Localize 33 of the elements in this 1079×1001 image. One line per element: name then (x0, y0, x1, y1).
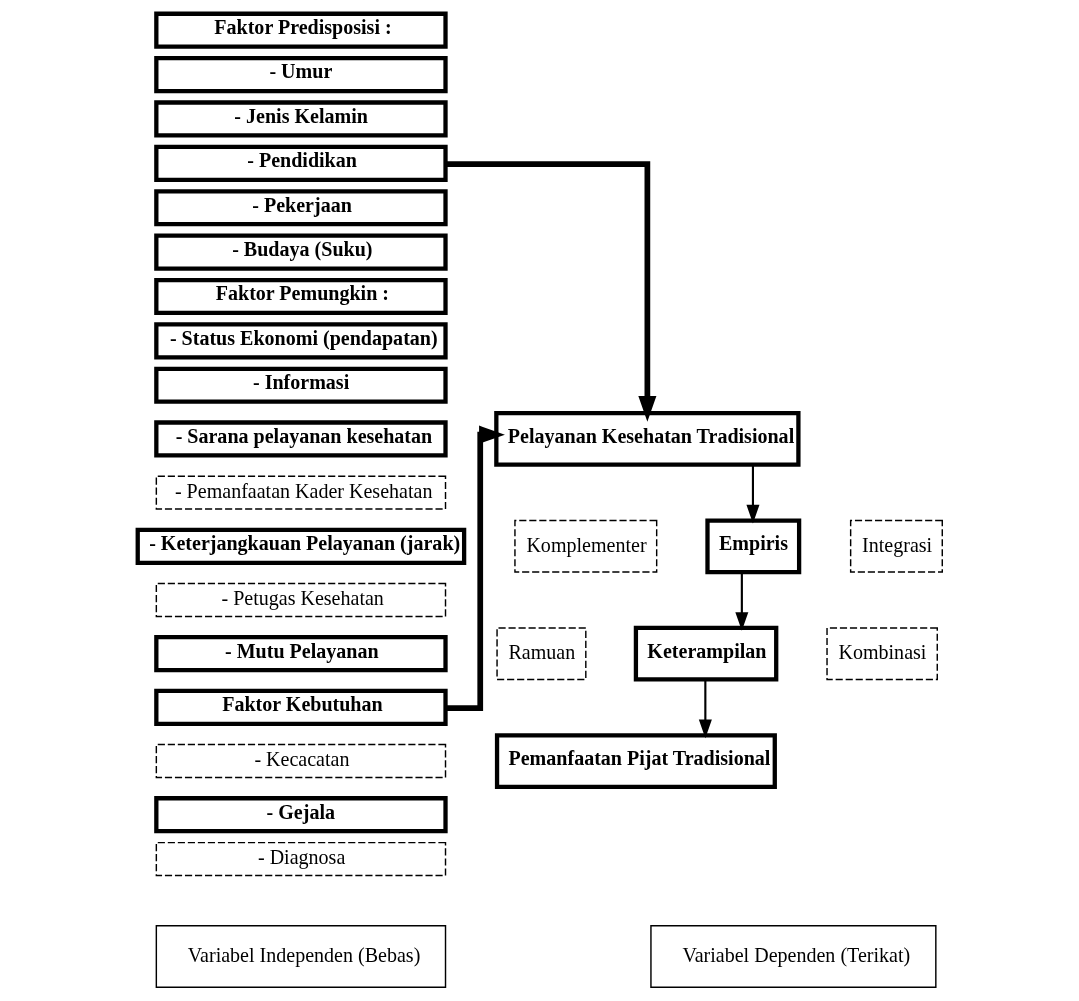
node-box: - Pemanfaatan Kader Kesehatan (155, 475, 446, 510)
arrow (445, 425, 505, 711)
node-box: - Umur (153, 56, 448, 94)
node-box: - Kecacatan (155, 743, 446, 779)
node-box: - Jenis Kelamin (153, 100, 448, 138)
node-box: - Status Ekonomi (pendapatan) (153, 322, 448, 360)
node-box: - Budaya (Suku) (153, 233, 448, 271)
node-box: Faktor Kebutuhan (153, 688, 448, 726)
node-box: Pemanfaatan Pijat Tradisional (494, 733, 777, 789)
node-box: - Keterjangkauan Pelayanan (jarak) (135, 527, 466, 565)
node-box: - Mutu Pelayanan (153, 635, 448, 673)
node-box: Empiris (704, 518, 801, 575)
node-box: - Pekerjaan (153, 189, 448, 227)
node-box: - Diagnosa (155, 841, 446, 877)
arrow (698, 679, 712, 739)
node-box: Ramuan (495, 627, 587, 681)
node-box: Variabel Independen (Bebas) (155, 924, 446, 988)
node-box: - Informasi (153, 366, 448, 404)
node-box: Faktor Predisposisi : (153, 11, 448, 49)
node-box: Keterampilan (633, 625, 778, 682)
node-box: Variabel Dependen (Terikat) (649, 924, 937, 988)
node-box: - Petugas Kesehatan (155, 582, 446, 618)
node-box: Faktor Pemungkin : (153, 277, 448, 316)
arrow (734, 572, 748, 631)
node-box: - Pendidikan (153, 144, 448, 182)
node-box: - Sarana pelayanan kesehatan (153, 420, 448, 458)
arrow (445, 161, 656, 422)
node-box: Integrasi (849, 519, 943, 573)
node-box: - Gejala (153, 796, 448, 834)
arrow (745, 464, 759, 524)
node-box: Kombinasi (825, 627, 938, 681)
node-box: Komplementer (513, 519, 657, 573)
node-box: Pelayanan Kesehatan Tradisional (493, 411, 801, 467)
